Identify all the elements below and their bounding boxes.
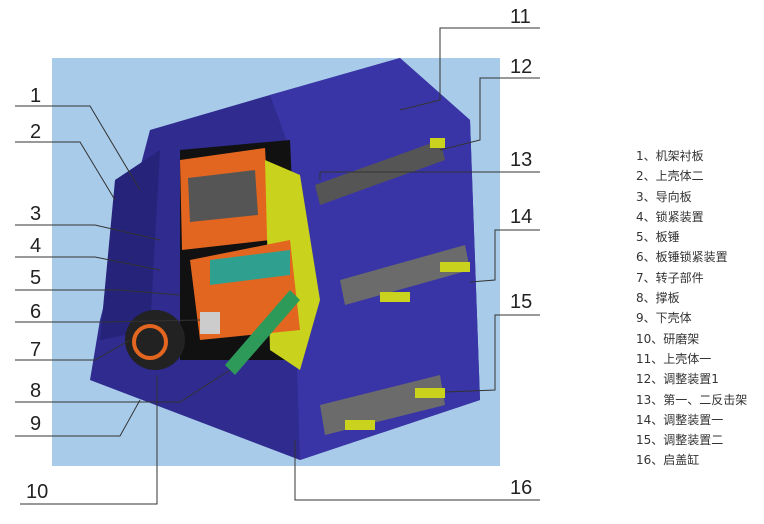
callout-7: 7 — [30, 339, 41, 361]
callout-3: 3 — [30, 203, 41, 225]
legend-item: 6、板锤锁紧装置 — [636, 250, 728, 265]
parts-legend: 1、机架衬板 2、上壳体二 3、导向板 4、锁紧装置 5、板锤 6、板锤锁紧装置… — [636, 146, 747, 471]
legend-item: 5、板锤 — [636, 230, 680, 245]
legend-item: 3、导向板 — [636, 189, 692, 204]
callout-5: 5 — [30, 267, 41, 289]
adjusting-device-14 — [340, 245, 470, 305]
callout-11: 11 — [510, 6, 531, 28]
legend-item: 4、锁紧装置 — [636, 209, 704, 224]
callout-15: 15 — [510, 291, 532, 313]
legend-item: 7、转子部件 — [636, 270, 704, 285]
callout-10: 10 — [26, 481, 48, 503]
callout-13: 13 — [510, 149, 532, 171]
callout-9: 9 — [30, 413, 41, 435]
legend-item: 2、上壳体二 — [636, 169, 704, 184]
legend-item: 9、下壳体 — [636, 311, 692, 326]
callout-12: 12 — [510, 56, 532, 78]
legend-item: 14、调整装置一 — [636, 412, 724, 427]
legend-item: 10、研磨架 — [636, 331, 700, 346]
crusher-body — [90, 58, 480, 460]
legend-item: 13、第一、二反击架 — [636, 392, 748, 407]
callout-8: 8 — [30, 380, 41, 402]
callout-4: 4 — [30, 235, 41, 257]
callout-14: 14 — [510, 206, 532, 228]
legend-item: 1、机架衬板 — [636, 149, 704, 163]
callout-2: 2 — [30, 121, 41, 143]
legend-item: 15、调整装置二 — [636, 433, 724, 448]
strut — [225, 290, 300, 375]
legend-item: 8、撑板 — [636, 291, 680, 306]
legend-item: 16、启盖缸 — [636, 453, 700, 468]
callout-16: 16 — [510, 477, 532, 499]
legend-item: 12、调整装置1 — [636, 372, 719, 387]
callout-6: 6 — [30, 301, 41, 323]
callout-1: 1 — [30, 85, 41, 107]
legend-item: 11、上壳体一 — [636, 351, 712, 366]
leader-lines — [15, 27, 540, 505]
